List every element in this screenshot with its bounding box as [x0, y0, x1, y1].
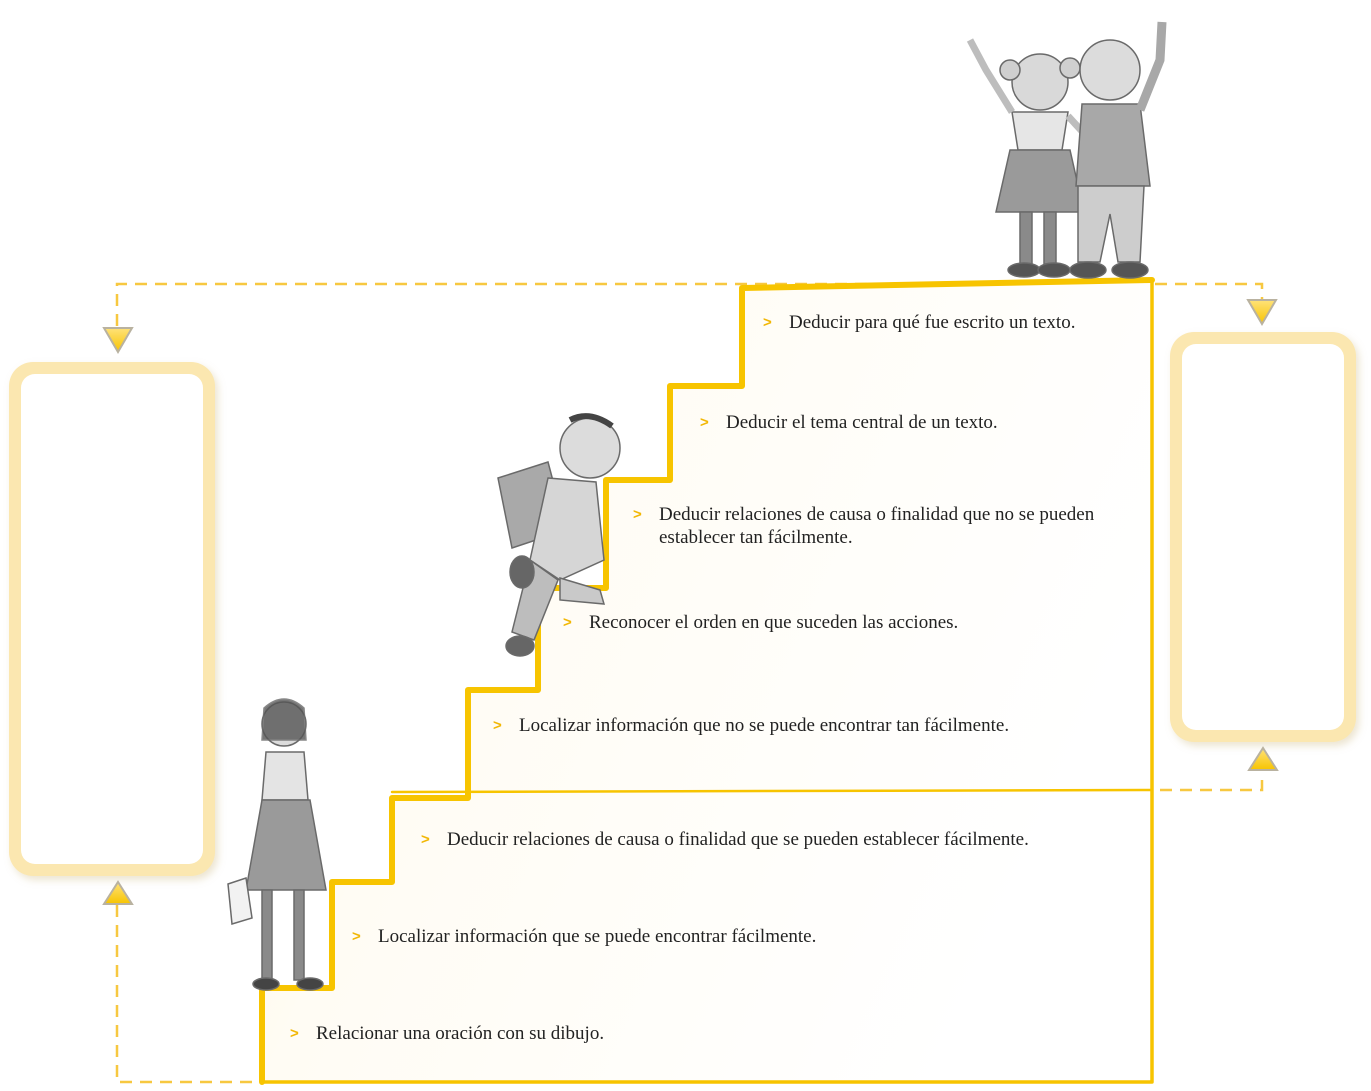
- step-text: Deducir relaciones de causa o finalidad …: [447, 829, 1029, 850]
- step-text: Deducir el tema central de un texto.: [726, 412, 998, 433]
- staircase-fill: [262, 280, 1152, 1082]
- step-text: Localizar información que no se puede en…: [519, 715, 1010, 736]
- step-2-label: > Localizar información que se puede enc…: [352, 925, 1078, 948]
- dashed-connector-bottom: [115, 905, 262, 1084]
- bullet-icon: >: [290, 1025, 299, 1042]
- bullet-icon: >: [352, 928, 361, 945]
- step-text: Deducir relaciones de causa o finalidad …: [659, 504, 1095, 548]
- children-celebrating-illustration: [966, 21, 1167, 279]
- step-6-label: > Deducir relaciones de causa o finalida…: [633, 503, 1129, 549]
- staircase-outline: [259, 277, 1155, 1085]
- girl-thinking-illustration: [227, 698, 327, 991]
- down-triangle-left-icon: [102, 327, 134, 354]
- left-level-box: [9, 362, 215, 876]
- down-triangle-right-icon: [1246, 299, 1278, 326]
- step-5-label: > Reconocer el orden en que suceden las …: [563, 611, 1129, 634]
- step-7-label: > Deducir el tema central de un texto.: [700, 411, 1126, 434]
- up-triangle-right-icon: [1247, 746, 1279, 771]
- bullet-icon: >: [700, 414, 709, 431]
- step-3-label: > Deducir relaciones de causa o finalida…: [421, 828, 1067, 851]
- bullet-icon: >: [763, 314, 772, 331]
- step-1-label: > Relacionar una oración con su dibujo.: [290, 1022, 916, 1045]
- step-8-label: > Deducir para qué fue escrito un texto.: [763, 311, 1099, 334]
- up-triangle-left-icon: [102, 880, 134, 905]
- step-text: Relacionar una oración con su dibujo.: [316, 1023, 605, 1044]
- dashed-connector-right: [1150, 780, 1264, 792]
- dashed-connector-top: [115, 282, 1264, 326]
- bullet-icon: >: [421, 831, 430, 848]
- bullet-icon: >: [493, 717, 502, 734]
- step-4-label: > Localizar información que no se puede …: [493, 714, 1149, 737]
- step-text: Reconocer el orden en que suceden las ac…: [589, 612, 959, 633]
- boy-climbing-illustration: [497, 413, 621, 657]
- bullet-icon: >: [563, 614, 572, 631]
- bullet-icon: >: [633, 506, 642, 523]
- section-divider: [390, 788, 1154, 794]
- step-text: Deducir para qué fue escrito un texto.: [789, 312, 1076, 333]
- dashed-connectors: [115, 282, 1264, 1084]
- right-level-box: [1170, 332, 1356, 742]
- step-text: Localizar información que se puede encon…: [378, 926, 817, 947]
- triangle-markers: [102, 299, 1279, 905]
